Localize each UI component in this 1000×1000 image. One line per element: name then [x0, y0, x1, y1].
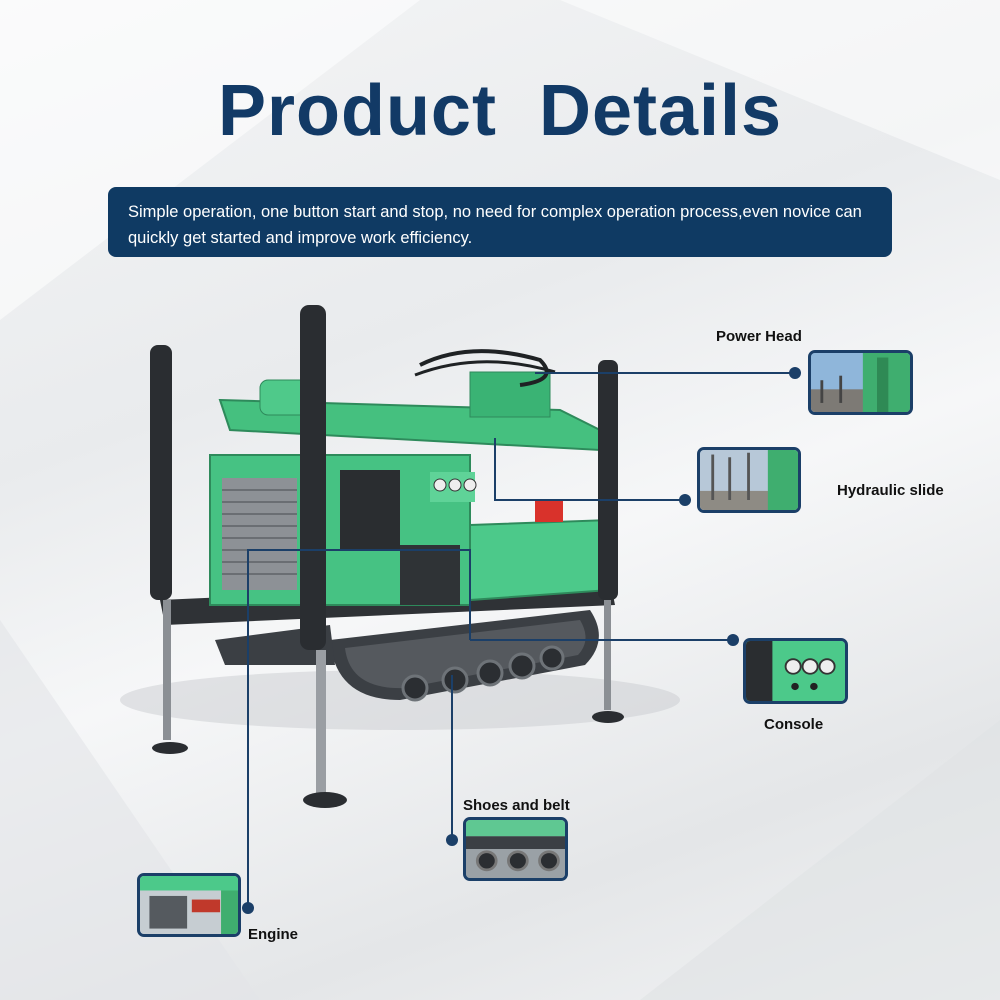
power-head-thumbnail	[808, 350, 913, 415]
outrigger-legs	[150, 305, 624, 808]
console-label: Console	[764, 716, 824, 733]
engine-thumbnail	[137, 873, 241, 937]
page-title: Product Details	[217, 71, 783, 151]
crawler-track	[215, 610, 599, 702]
engine-marker	[242, 902, 254, 914]
hydraulic-slide-marker	[679, 494, 691, 506]
shoes-and-belt-label: Shoes and belt	[463, 797, 570, 814]
power-head-label: Power Head	[716, 328, 802, 345]
console-thumbnail	[743, 638, 848, 704]
hydraulic-slide-label: Hydraulic slide	[837, 482, 944, 499]
engine-label: Engine	[248, 926, 299, 943]
machine-body	[209, 454, 611, 606]
mast	[218, 349, 601, 452]
description-banner: Simple operation, one button start and s…	[108, 187, 892, 257]
shoes-and-belt-thumbnail	[463, 817, 568, 881]
console-marker	[727, 634, 739, 646]
shoes-belt-marker	[446, 834, 458, 846]
hydraulic-slide-thumbnail	[697, 447, 801, 513]
callout-lines	[247, 372, 795, 908]
power-head-marker	[789, 367, 801, 379]
